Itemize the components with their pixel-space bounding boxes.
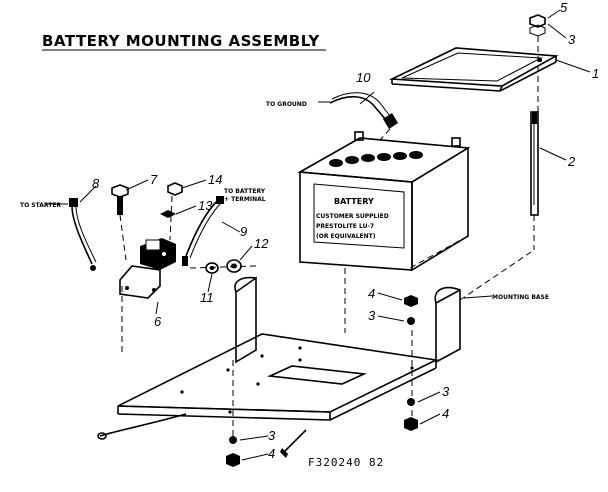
base-left-lower-nut	[226, 436, 240, 467]
callout-5: 5	[560, 0, 568, 15]
washer-11	[205, 262, 219, 274]
callout-3-upper: 3	[368, 308, 376, 323]
battery-positive-cable	[185, 196, 224, 259]
starter-cable	[46, 198, 97, 271]
hold-down-frame	[388, 47, 559, 92]
leader-lines	[79, 9, 591, 461]
callout-2: 2	[567, 154, 576, 169]
bolt-7	[111, 184, 129, 215]
base-right-upper-nut	[404, 295, 418, 325]
battery-label-line3: PRESTOLITE LU-7	[316, 223, 374, 230]
callout-1: 1	[592, 66, 599, 81]
callout-3-lower-left: 3	[268, 428, 276, 443]
solenoid-relay	[119, 238, 188, 299]
base-right-lower-nut	[404, 398, 418, 431]
bolt-14	[167, 182, 183, 196]
washer-13	[160, 210, 176, 218]
figure-code: F320240 82	[308, 456, 384, 469]
note-to-starter: TO STARTER	[20, 202, 61, 209]
note-positive-terminal: + TERMINAL	[224, 196, 266, 203]
callout-12: 12	[254, 236, 269, 251]
note-to-battery: TO BATTERY	[224, 188, 266, 195]
battery-label-line2: CUSTOMER SUPPLIED	[316, 213, 389, 220]
callout-9: 9	[240, 224, 247, 239]
callout-7: 7	[150, 172, 158, 187]
battery-body	[297, 131, 471, 272]
base-to-rod-guide	[459, 249, 535, 301]
bolt-7-guide	[119, 214, 127, 261]
callout-6: 6	[154, 314, 162, 329]
callout-11: 11	[200, 290, 214, 305]
diagram-title: BATTERY MOUNTING ASSEMBLY	[42, 32, 320, 50]
solenoid-stud-guide	[189, 265, 257, 269]
callout-8: 8	[92, 176, 100, 191]
ground-leader	[379, 128, 391, 141]
mounting-base	[97, 276, 461, 458]
callout-3-top: 3	[568, 32, 576, 47]
callout-10: 10	[356, 70, 371, 85]
top-nut	[529, 14, 546, 37]
battery-label-line4: (OR EQUIVALENT)	[316, 233, 376, 240]
battery-guide-right	[409, 235, 469, 269]
callout-4-lower-right: 4	[442, 406, 449, 421]
note-mounting-base: MOUNTING BASE	[492, 294, 549, 301]
callout-3-lower-right: 3	[442, 384, 450, 399]
callout-13: 13	[198, 198, 213, 213]
j-bolt-rod	[530, 111, 539, 216]
bolt-14-guide	[169, 195, 173, 241]
note-to-ground: TO GROUND	[266, 101, 307, 108]
battery-label-title: BATTERY	[334, 197, 374, 206]
callout-4-lower-left: 4	[268, 446, 275, 461]
callout-4-upper: 4	[368, 286, 375, 301]
callout-14: 14	[208, 172, 222, 187]
nut-12	[226, 259, 242, 273]
ground-cable	[318, 92, 398, 129]
